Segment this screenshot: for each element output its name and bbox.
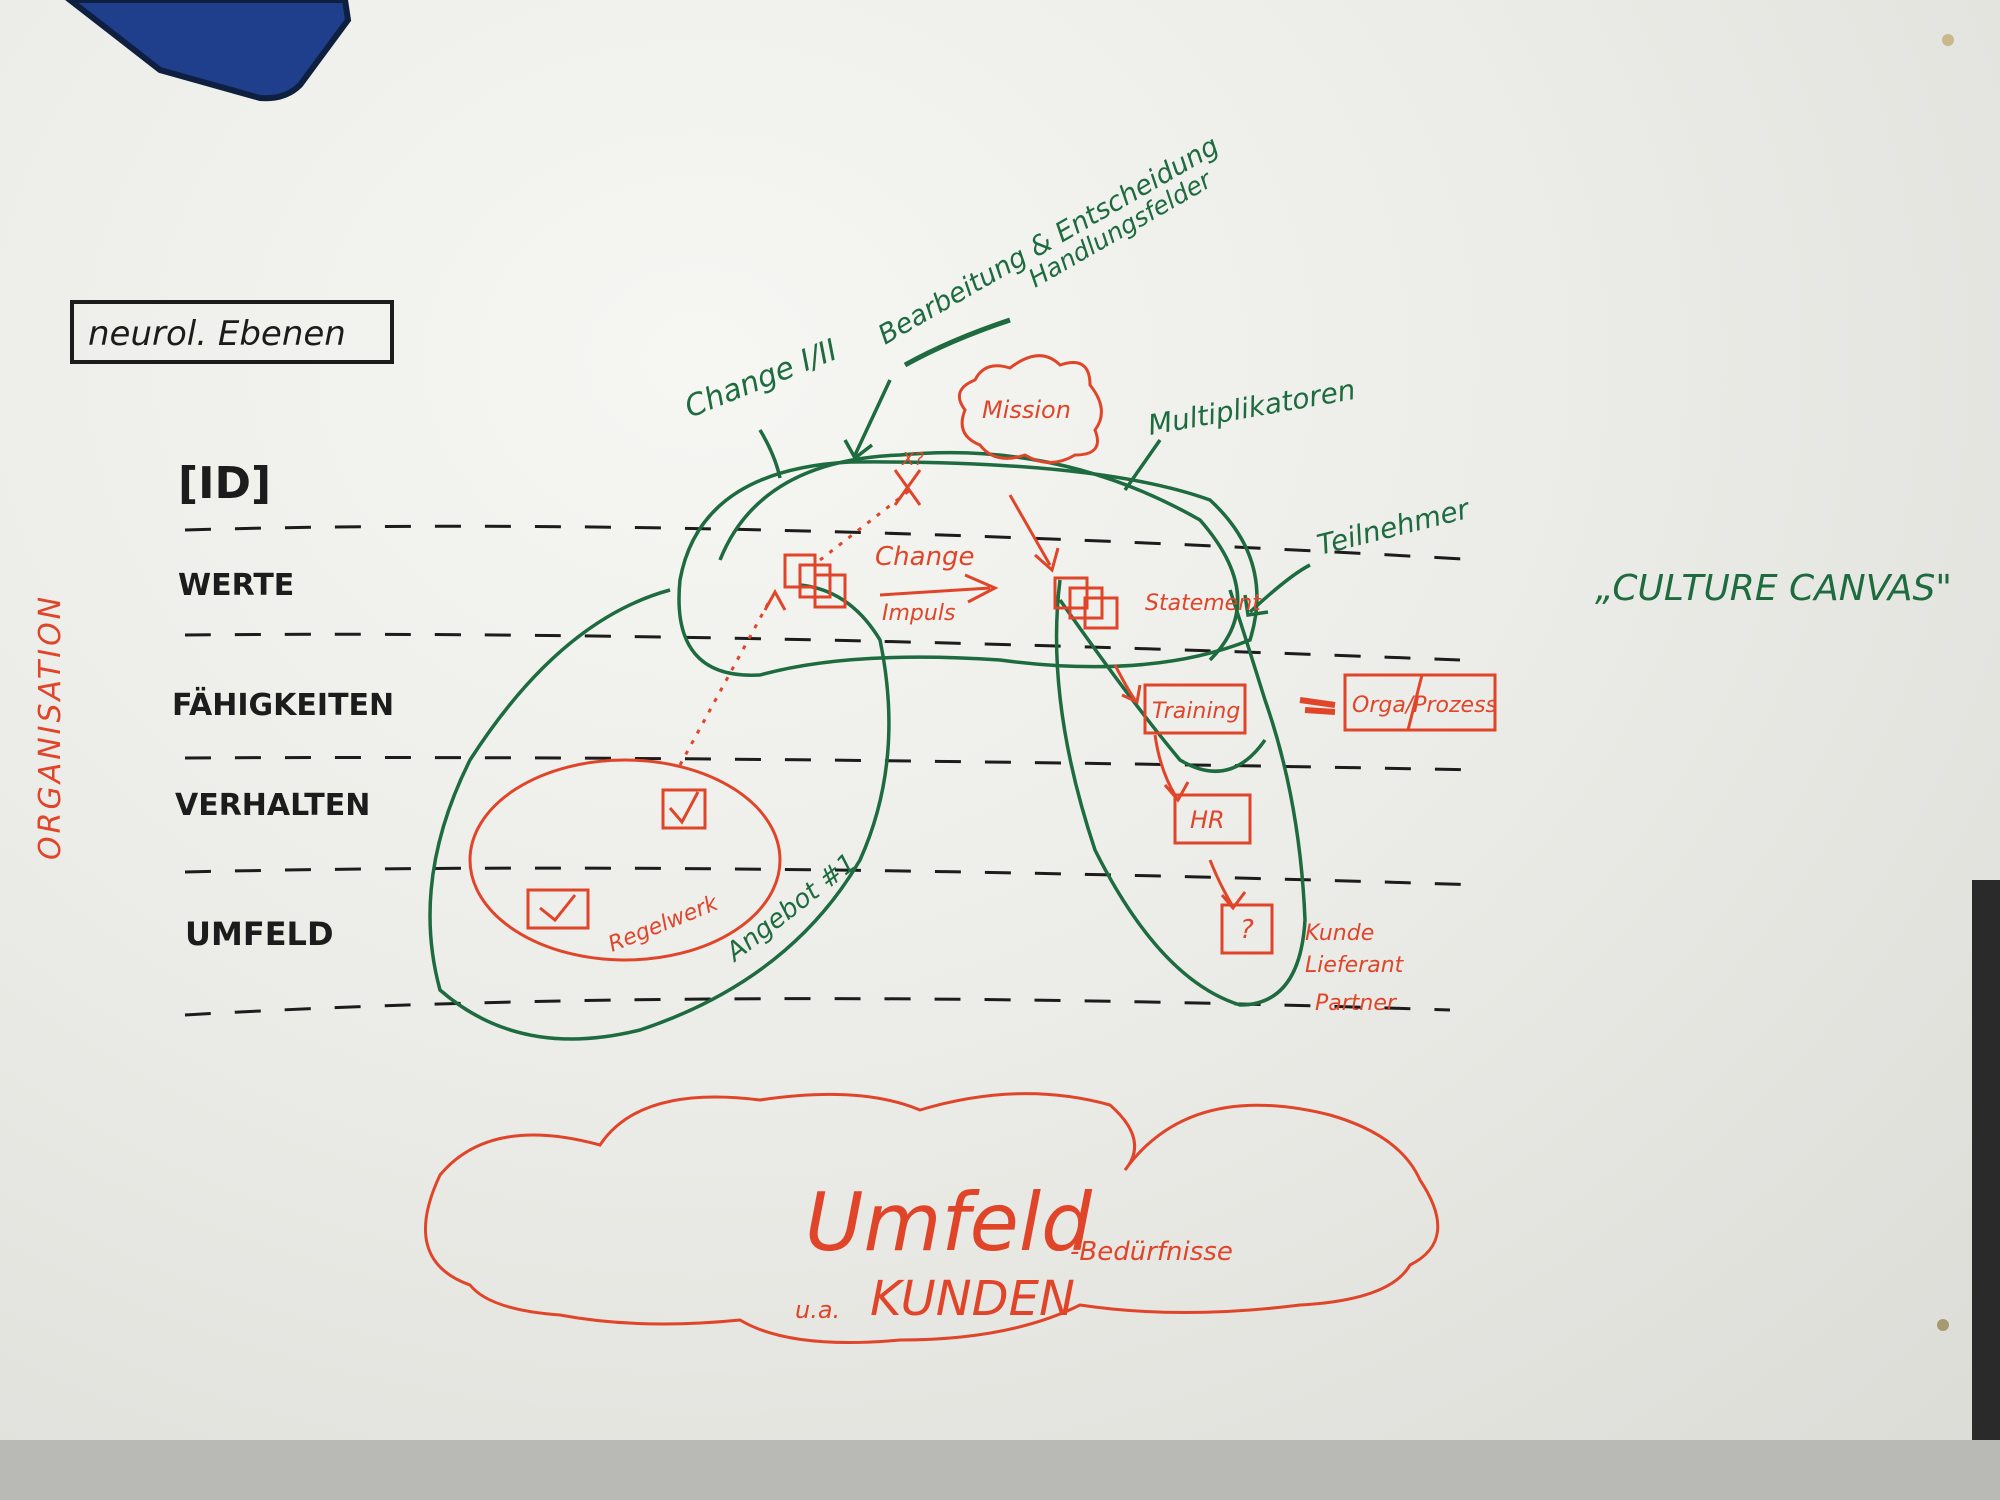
arrow-training-hr	[1153, 734, 1190, 803]
green-loop-right-band	[1058, 598, 1267, 773]
level-label-verhalten: VERHALTEN	[175, 788, 370, 823]
pointer-teilnehmer-head	[1243, 594, 1269, 617]
regelwerk-ellipse	[468, 758, 782, 962]
arrow-to-training	[1113, 664, 1142, 705]
board-edge-right	[1972, 880, 2000, 1440]
statement-label: Statement	[1145, 591, 1262, 616]
whiteboard	[0, 0, 2000, 1440]
green-ellipse-right	[1054, 579, 1307, 1007]
change-label: Change	[875, 542, 975, 572]
pointer-multiplikatoren	[1123, 438, 1162, 492]
hr-label: HR	[1190, 806, 1225, 834]
level-separator-2	[184, 632, 1461, 662]
pointer-bearbeitung	[853, 379, 892, 456]
level-label-werte: WERTE	[178, 568, 294, 603]
kunde-label-2: Lieferant	[1305, 953, 1405, 978]
magnet-eraser	[65, 0, 352, 102]
level-separator-5	[184, 997, 1451, 1017]
cloud-title: Umfeld	[805, 1176, 1093, 1269]
level-label-id: [ID]	[178, 458, 271, 509]
pointer-teilnehmer	[1248, 563, 1311, 614]
orga-prozess-box	[1343, 673, 1497, 732]
doc-icon-left-3	[813, 573, 847, 609]
training-label: Training	[1152, 699, 1240, 724]
title-text: neurol. Ebenen	[88, 314, 346, 354]
strikethrough-word	[903, 317, 1011, 368]
pointer-bearbeitung-head	[843, 439, 874, 461]
annotation-bearbeitung-line1: Bearbeitung & Entscheidung	[873, 130, 1224, 351]
arrow-mission-statement	[1008, 494, 1060, 573]
arrow-hr-question	[1208, 859, 1247, 911]
cloud-subtitle-main: KUNDEN	[870, 1271, 1075, 1327]
checkbox-upper	[661, 788, 707, 830]
annotation-culture-canvas: „CULTURE CANVAS"	[1595, 568, 1952, 609]
title-box	[70, 300, 394, 364]
board-pin-bottom-right	[1937, 1319, 1949, 1331]
level-separator-4	[184, 866, 1481, 887]
cross-label: X?	[901, 449, 924, 470]
level-label-faehigkeiten: FÄHIGKEITEN	[172, 687, 394, 723]
annotation-angebot: Angebot #1	[719, 848, 862, 969]
pointer-change	[758, 429, 782, 479]
impuls-label: Impuls	[882, 601, 955, 626]
mission-cloud	[957, 354, 1103, 464]
level-separator-3	[184, 756, 1481, 772]
level-separator-1	[184, 524, 1481, 562]
question-label: ?	[1240, 915, 1254, 945]
regelwerk-label: Regelwerk	[605, 891, 723, 958]
side-label-organisation: ORGANISATION	[33, 594, 68, 860]
checkmark-upper	[668, 791, 700, 825]
annotation-change: Change I/II	[680, 333, 843, 426]
question-box	[1220, 903, 1274, 955]
board-pin-top-right	[1942, 34, 1954, 46]
cloud-subtitle-prefix: u.a.	[795, 1296, 840, 1324]
dotted-link-arrowhead	[763, 588, 787, 611]
cloud-subtitle-suffix: -Bedürfnisse	[1070, 1237, 1233, 1267]
doc-icon-right-3	[1083, 596, 1119, 630]
impuls-arrow	[879, 573, 999, 604]
checkbox-lower	[526, 888, 590, 930]
mission-label: Mission	[982, 396, 1071, 424]
kunde-label-3: Partner	[1315, 991, 1398, 1016]
annotation-multiplikatoren: Multiplikatoren	[1145, 373, 1357, 442]
orga-prozess-divider	[1406, 674, 1424, 731]
scribbled-out-mark	[1299, 697, 1336, 715]
annotation-teilnehmer: Teilnehmer	[1314, 492, 1474, 562]
umfeld-cloud	[424, 1092, 1440, 1344]
training-box	[1143, 683, 1247, 735]
checkmark-lower	[539, 894, 577, 923]
level-label-umfeld: UMFELD	[185, 915, 334, 953]
cross-mark	[893, 469, 922, 506]
hr-box	[1173, 793, 1252, 845]
kunde-label-1: Kunde	[1305, 921, 1374, 946]
green-ellipse-left	[428, 583, 891, 1041]
orga-prozess-label: Orga/Prozess	[1352, 693, 1497, 718]
dotted-link	[678, 488, 911, 766]
wall-strip	[0, 1440, 2000, 1500]
